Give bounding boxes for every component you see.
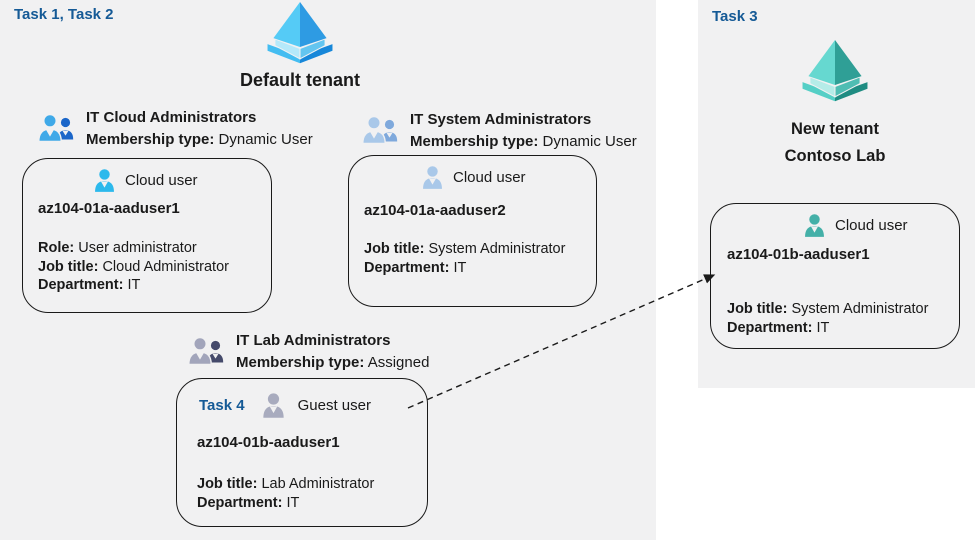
new-tenant-user-card: Cloud user az104-01b-aaduser1 Job title:… (710, 203, 960, 349)
user-card-aaduser1: Cloud user az104-01a-aaduser1 Role: User… (22, 158, 272, 313)
user-field-department: Department: IT (197, 494, 300, 511)
group-icon (362, 115, 398, 145)
new-tenant-title: New tenant (790, 120, 879, 138)
group-icon (188, 336, 224, 366)
task-1-2-label: Task 1, Task 2 (14, 6, 114, 23)
user-field-department: Department: IT (38, 277, 141, 293)
guest-user-icon (262, 393, 284, 418)
user-field-job-title: Job title: System Administrator (364, 241, 566, 257)
user-name: az104-01b-aaduser1 (197, 434, 340, 451)
cloud-user-icon (805, 214, 824, 237)
user-type-label: Cloud user (125, 172, 198, 189)
user-fields: Role: User administrator Job title: Clou… (38, 239, 229, 295)
group-membership: Membership type: Assigned (236, 354, 430, 371)
user-card-header: Cloud user (419, 164, 526, 191)
group-it-system-administrators: IT System Administrators Membership type… (361, 108, 637, 153)
cloud-user-icon (95, 169, 114, 192)
azure-ad-tenant-icon (267, 2, 333, 64)
group-name: IT Cloud Administrators (86, 109, 257, 126)
new-tenant-name: Contoso Lab (784, 147, 886, 165)
user-field-role: Role: User administrator (38, 240, 197, 256)
group-membership: Membership type: Dynamic User (410, 133, 637, 150)
user-fields: Job title: System Administrator Departme… (364, 240, 565, 277)
user-field-job-title: Job title: System Administrator (727, 301, 929, 317)
group-it-cloud-administrators: IT Cloud Administrators Membership type:… (37, 106, 313, 151)
user-fields: Job title: System Administrator Departme… (727, 300, 928, 337)
user-field-department: Department: IT (364, 259, 467, 276)
guest-user-card: Task 4 Guest user az104-01b-aaduser1 Job… (176, 378, 428, 527)
user-type-label: Guest user (297, 397, 371, 414)
task-3-label: Task 3 (712, 8, 758, 25)
group-membership: Membership type: Dynamic User (86, 131, 313, 148)
user-card-header: Task 4 Guest user (199, 391, 371, 420)
group-name: IT System Administrators (410, 111, 592, 128)
user-card-header: Cloud user (801, 212, 908, 239)
default-tenant-area (0, 0, 656, 540)
default-tenant-title: Default tenant (239, 70, 360, 90)
user-name: az104-01a-aaduser1 (38, 200, 180, 217)
user-field-job-title: Job title: Cloud Administrator (38, 258, 229, 275)
task-4-label: Task 4 (199, 397, 245, 414)
group-name: IT Lab Administrators (236, 332, 391, 349)
user-field-department: Department: IT (727, 319, 830, 336)
group-it-lab-administrators: IT Lab Administrators Membership type: A… (187, 329, 429, 374)
group-icon (38, 113, 74, 143)
user-card-aaduser2: Cloud user az104-01a-aaduser2 Job title:… (348, 155, 597, 307)
user-card-header: Cloud user (91, 167, 198, 194)
user-type-label: Cloud user (835, 217, 908, 234)
user-type-label: Cloud user (453, 169, 526, 186)
user-field-job-title: Job title: Lab Administrator (197, 476, 375, 492)
user-name: az104-01b-aaduser1 (727, 246, 870, 263)
user-name: az104-01a-aaduser2 (364, 202, 506, 219)
azure-ad-new-tenant-icon (802, 40, 868, 102)
user-fields: Job title: Lab Administrator Department:… (197, 475, 374, 512)
cloud-user-icon (423, 166, 442, 189)
